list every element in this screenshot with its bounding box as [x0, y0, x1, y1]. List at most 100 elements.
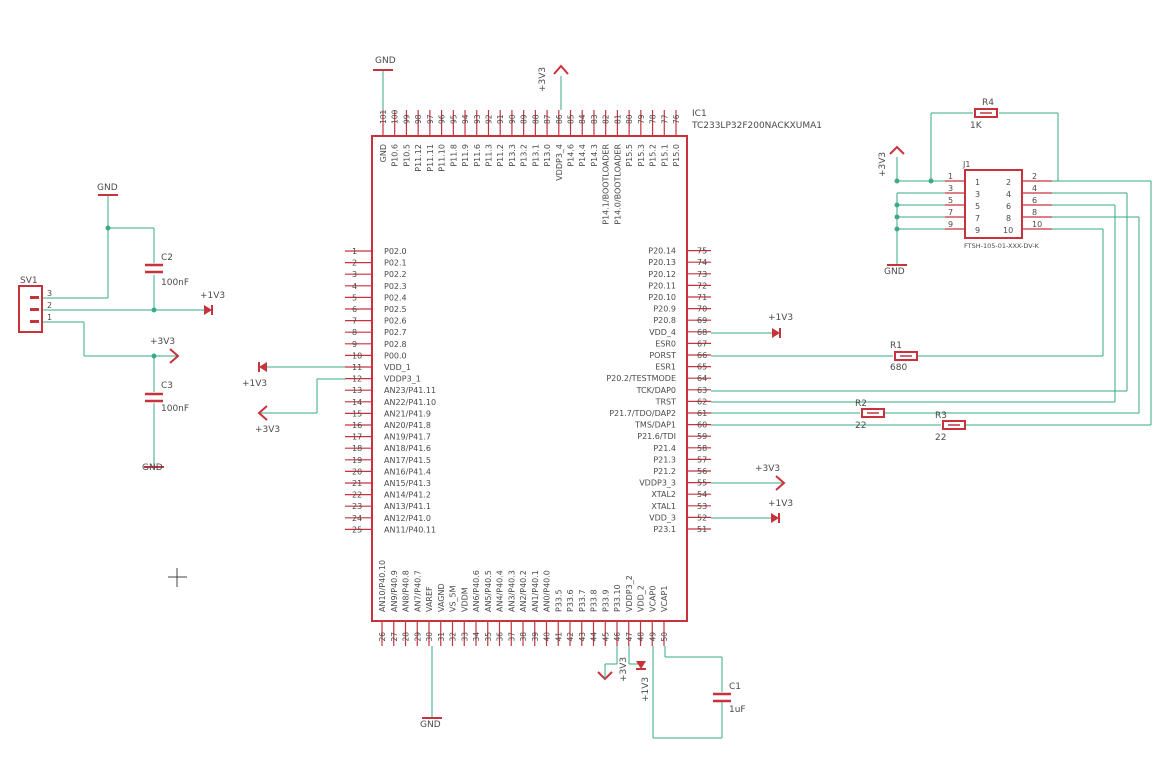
- r3-value-label: 22: [935, 433, 946, 443]
- v1v3-arrow-sv1: +1V3: [200, 291, 225, 315]
- ic1-pin-number: 13: [352, 386, 362, 395]
- ic1-pin-number: 9: [352, 340, 357, 349]
- ic1-pin-name: P02.2: [384, 270, 407, 279]
- ic1-part-label: TC233LP32F200NACKXUMA1: [691, 121, 822, 131]
- ic1-pin-number: 84: [578, 114, 587, 124]
- ic1-pin-name: TCK/DAP0: [636, 386, 676, 395]
- ic1-pin-number: 80: [625, 114, 634, 124]
- sv1-header: SV1 3 2 1: [18, 276, 52, 333]
- ic1-pin-name: P15.1: [660, 144, 669, 167]
- r4-value-label: 1K: [970, 121, 983, 131]
- ic1-pin-number: 8: [352, 328, 357, 337]
- j1-pin-1-ext: 1: [948, 172, 953, 181]
- ic1-pin-number: 91: [496, 114, 505, 124]
- ic1-pin-number: 11: [352, 363, 362, 372]
- ic1-ref-label: IC1: [692, 109, 707, 119]
- sv1-pin-1: 1: [47, 313, 52, 322]
- ic1-pin-number: 20: [352, 467, 362, 476]
- ic1-pin-name: AN19/P41.7: [384, 433, 431, 442]
- v1v3-arrow-right-68: +1V3: [768, 313, 793, 338]
- ic1-pin-name: VS_5M: [449, 585, 458, 612]
- ic1-pin-number: 65: [697, 363, 707, 372]
- resistor-r3: R3 22: [935, 411, 966, 443]
- ic1-pin-name: P11.12: [414, 144, 423, 172]
- v1v3-arrow-bottom: +1V3: [636, 661, 651, 702]
- ic1-pin-number: 45: [601, 632, 610, 642]
- ic1-pin-number: 73: [697, 270, 707, 279]
- ic1-pin-number: 41: [554, 632, 563, 642]
- v1v3-label-left: +1V3: [242, 379, 267, 389]
- ic1-pin-name: AN2/P40.2: [519, 570, 528, 612]
- ic1-pin-name: AN22/P41.10: [384, 398, 436, 407]
- ic1-pin-name: VDDP3_2: [625, 575, 634, 612]
- ic1-pin-number: 23: [352, 502, 362, 511]
- j1-pin-1-int: 1: [975, 178, 980, 187]
- ic1-pin-number: 90: [508, 114, 517, 124]
- ic1-pin-name: TRST: [655, 397, 677, 406]
- ic1-pin-number: 100: [391, 109, 400, 124]
- v3v3-label-j1: +3V3: [878, 152, 888, 177]
- ic1-pin-number: 21: [352, 479, 362, 488]
- ic1-pin-number: 17: [352, 433, 362, 442]
- v3v3-label-sv1: +3V3: [150, 337, 175, 347]
- wires: [42, 70, 1152, 739]
- ic1-pin-number: 47: [625, 632, 634, 642]
- ic1-pin-name: AN7/P40.7: [413, 570, 422, 612]
- ic1-pin-number: 19: [352, 456, 362, 465]
- ic1-pin-number: 61: [697, 409, 707, 418]
- ic1-pin-name: AN8/P40.8: [402, 570, 411, 612]
- ic1-pin-number: 27: [390, 632, 399, 642]
- ic1-pin-number: 7: [352, 317, 357, 326]
- ic1-pin-name: VDD_4: [649, 328, 676, 337]
- ic1-pin-number: 40: [543, 632, 552, 642]
- ic1-pin-name: P14.6: [567, 144, 576, 167]
- ic1-pin-number: 64: [697, 374, 707, 383]
- ic1-pin-name: P11.10: [438, 144, 447, 172]
- ic1-pin-number: 87: [543, 114, 552, 124]
- gnd-symbol-bottom: GND: [420, 717, 442, 730]
- ic1-pin-number: 69: [697, 316, 707, 325]
- ic1-pin-name: P20.13: [648, 258, 676, 267]
- ic1-pin-number: 97: [426, 114, 435, 124]
- ic1-pin-name: P13.2: [520, 144, 529, 167]
- ic1-pin-number: 30: [425, 632, 434, 642]
- ic1-pin-name: P33.9: [601, 589, 610, 612]
- ic1-pin-number: 1: [352, 247, 357, 256]
- j1-part-label: FTSH-105-01-XXX-DV-K: [964, 242, 1040, 250]
- ic1-pin-number: 57: [697, 455, 707, 464]
- v1v3-label-sv1: +1V3: [200, 291, 225, 301]
- gnd-label-j1: GND: [884, 267, 905, 277]
- j1-pin-6-ext: 6: [1032, 196, 1037, 205]
- ic1-pin-name: P02.8: [384, 340, 407, 349]
- j1-pin-7-int: 7: [975, 214, 980, 223]
- ic1-pin-number: 39: [531, 632, 540, 642]
- ic1-pin-number: 74: [697, 258, 707, 267]
- ic1-pin-number: 14: [352, 398, 362, 407]
- ic1-pin-number: 33: [460, 632, 469, 642]
- ic1-pin-number: 46: [613, 632, 622, 642]
- ic1-pin-number: 81: [613, 114, 622, 124]
- ic1-pin-number: 76: [672, 114, 681, 124]
- ic1-bottom-pins: 26AN10/P40.1027AN9/P40.928AN8/P40.829AN7…: [378, 560, 669, 646]
- ic1-pin-number: 26: [378, 632, 387, 642]
- ic1-pin-name: P20.12: [648, 270, 676, 279]
- ic1-pin-number: 89: [520, 114, 529, 124]
- ic1-pin-name: AN16/P41.4: [384, 467, 431, 476]
- ic1-pin-number: 77: [660, 114, 669, 124]
- ic1-pin-name: P02.4: [384, 293, 407, 302]
- ic1-pin-number: 56: [697, 467, 707, 476]
- ic1-pin-number: 58: [697, 444, 707, 453]
- ic1-pin-number: 2: [352, 259, 357, 268]
- j1-pin-3-ext: 3: [948, 184, 953, 193]
- ic1-pin-name: P02.0: [384, 247, 407, 256]
- ic1-pin-name: P20.14: [648, 247, 676, 256]
- ic1-pin-number: 99: [402, 114, 411, 124]
- ic1-pin-number: 12: [352, 375, 362, 384]
- ic1-pin-name: P14.4: [578, 144, 587, 167]
- ic1-pin-name: P11.2: [496, 144, 505, 167]
- v1v3-label-right-68: +1V3: [768, 313, 793, 323]
- gnd-symbol-c3: GND: [142, 463, 164, 473]
- ic1-pin-name: AN15/P41.3: [384, 479, 431, 488]
- ic1-pin-name: P13.1: [531, 144, 540, 167]
- ic1-pin-number: 29: [413, 632, 422, 642]
